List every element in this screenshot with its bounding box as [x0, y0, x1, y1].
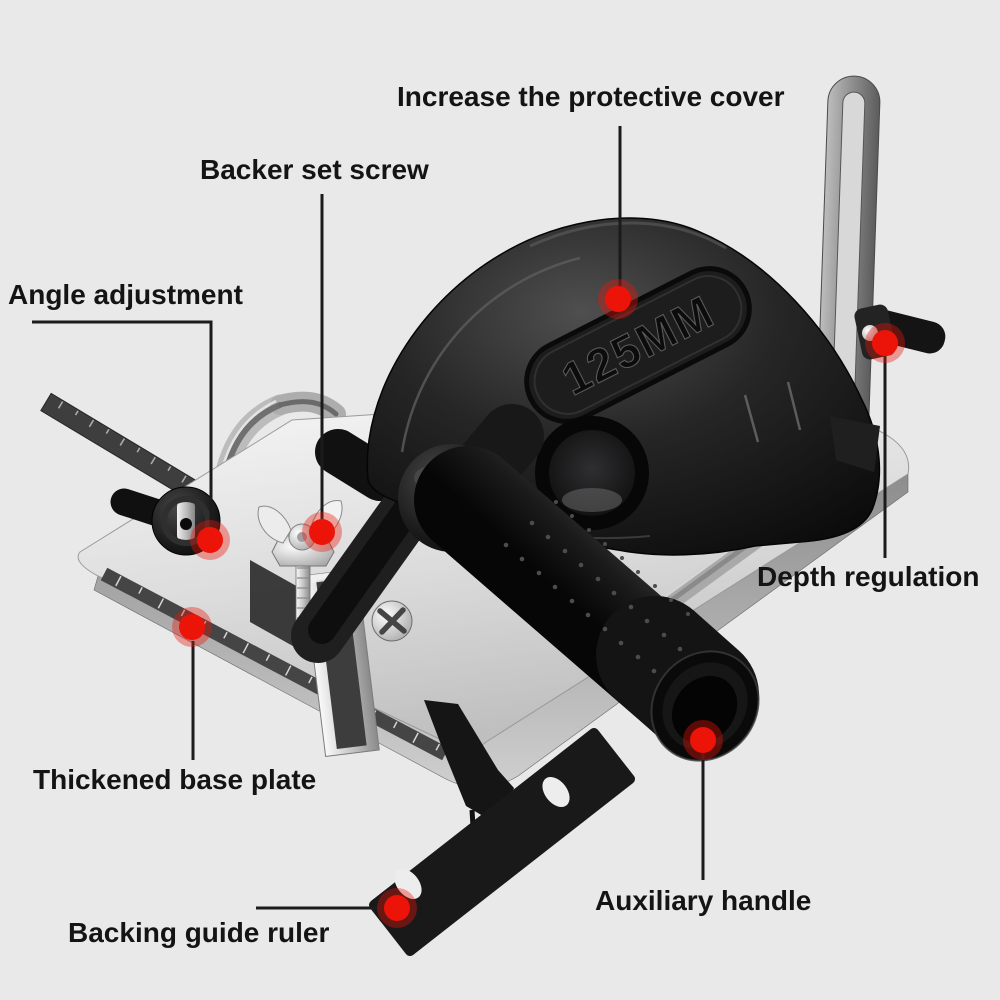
label-backer-set-screw: Backer set screw: [200, 154, 429, 185]
callout-dot-depth-regulation: [865, 323, 905, 363]
phillips-screw: [371, 600, 413, 642]
label-protective-cover: Increase the protective cover: [397, 81, 785, 112]
callout-dot-backing-guide-ruler: [377, 888, 417, 928]
cover-disc-opening: [535, 416, 649, 530]
callout-dot-thickened-base-plate: [172, 607, 212, 647]
grip-texture: [503, 500, 690, 674]
bracket-strap: [424, 700, 514, 826]
angle-adjustment-knob: [110, 486, 221, 556]
label-backing-guide-ruler: Backing guide ruler: [68, 917, 330, 948]
auxiliary-handle: [398, 404, 760, 762]
label-thickened-base-plate: Thickened base plate: [33, 764, 317, 795]
label-angle-adjustment: Angle adjustment: [8, 279, 243, 310]
leader-lines: [32, 126, 887, 910]
callout-dots: [172, 279, 905, 928]
plate-slot: [250, 560, 300, 650]
depth-clamp: [830, 304, 946, 472]
callout-dot-auxiliary-handle: [683, 720, 723, 760]
leader-line-angle-adjustment: [32, 320, 213, 536]
wing-nut-left-wing: [257, 505, 292, 544]
callout-dot-protective-cover: [598, 279, 638, 319]
backing-guide-ruler-bracket: [369, 700, 635, 956]
cover-size-plaque: 125MM: [524, 266, 752, 424]
label-auxiliary-handle: Auxiliary handle: [595, 885, 812, 916]
handle-end-cap: [650, 650, 760, 762]
callout-dot-backer-set-screw: [302, 512, 342, 552]
label-depth-regulation: Depth regulation: [757, 561, 980, 592]
callout-dot-angle-adjustment: [190, 520, 230, 560]
